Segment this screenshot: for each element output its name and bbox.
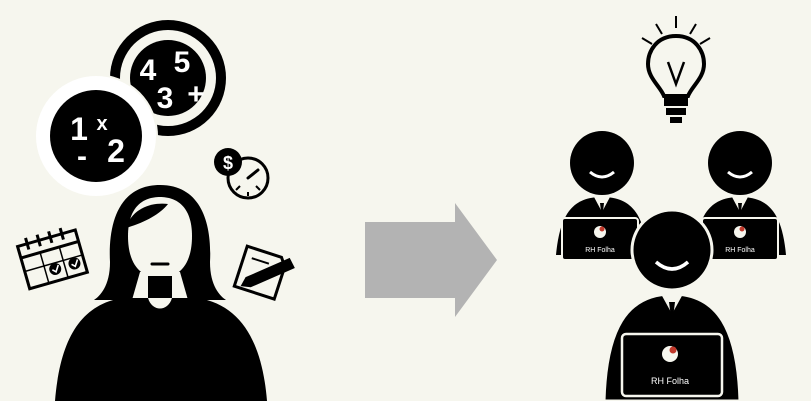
bubble-digit: 2 [107, 133, 125, 169]
bubble-digit: 5 [174, 46, 191, 79]
calendar-icon [16, 224, 87, 289]
thought-bubble-front: 1 x - 2 [34, 74, 158, 198]
arrow-right-icon [365, 203, 497, 317]
woman-figure [55, 185, 267, 401]
bubble-digit: + [187, 78, 205, 111]
bubble-digit: 4 [140, 54, 157, 87]
dollar-clock-icon: $ [214, 148, 268, 198]
bubble-digit: x [96, 113, 107, 135]
bubble-digit: 3 [157, 82, 174, 115]
lightbulb-icon [642, 16, 710, 123]
laptop-brand-label: RH Folha [585, 247, 615, 254]
edit-document-icon [234, 244, 297, 302]
laptop-brand-label: RH Folha [651, 376, 689, 386]
bubble-digit: - [77, 140, 87, 173]
svg-text:$: $ [223, 153, 233, 173]
laptop-brand-label: RH Folha [725, 247, 755, 254]
